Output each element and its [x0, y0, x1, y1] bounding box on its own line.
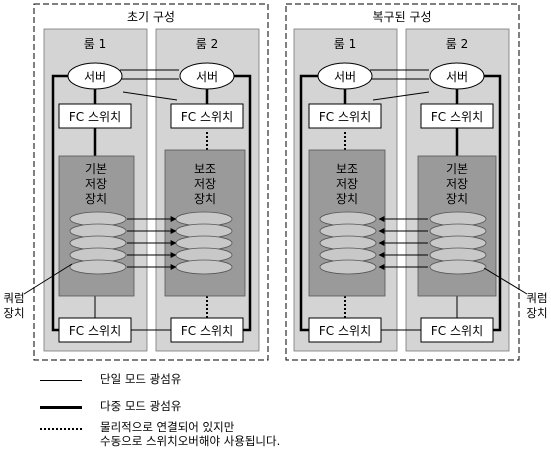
fc-switch-label: FC 스위치 — [181, 324, 233, 338]
legend-item-multi-mode: 다중 모드 광섬유 — [40, 399, 460, 415]
legend-label: 수동으로 스위치오버해야 사용됩니다. — [100, 434, 281, 448]
fc-switch-label: FC 스위치 — [319, 110, 371, 124]
storage-label: 저장 — [336, 177, 358, 191]
server-node — [317, 62, 373, 90]
quorum-label: 장치 — [3, 306, 24, 320]
quorum-pointer — [23, 263, 73, 295]
disk-stack-icon — [69, 211, 127, 275]
fc-switch — [308, 103, 382, 129]
fc-switch — [58, 103, 132, 129]
single-mode-fiber — [122, 91, 178, 101]
quorum-label: 쿼럼 — [526, 291, 547, 305]
server-label: 서버 — [446, 70, 468, 84]
disk-stack-icon — [319, 211, 377, 275]
config-title: 초기 구성 — [127, 10, 175, 24]
multi-mode-fiber — [482, 74, 502, 332]
replication-arrows — [127, 216, 177, 270]
storage-label: 보조 — [194, 162, 216, 176]
fc-switch-label: FC 스위치 — [69, 110, 121, 124]
server-label: 서버 — [334, 70, 356, 84]
fc-switch — [170, 103, 244, 129]
initial-configuration: 초기 구성 룸 1 룸 2 서버 서버 FC 스위치 FC 스위치 기본 — [23, 3, 269, 361]
dotted-line-swatch — [40, 428, 82, 430]
legend-label: 단일 모드 광섬유 — [100, 372, 182, 386]
legend-label: 물리적으로 연결되어 있지만 — [100, 420, 235, 434]
single-mode-line-swatch — [40, 380, 82, 381]
quorum-label: 쿼럼 — [3, 291, 24, 305]
multi-mode-line-swatch — [40, 406, 82, 409]
fc-switch-label: FC 스위치 — [181, 110, 233, 124]
fc-switch — [420, 317, 494, 343]
fc-switch — [170, 317, 244, 343]
storage-label: 저장 — [194, 177, 216, 191]
fc-switch — [420, 103, 494, 129]
fc-switch-label: FC 스위치 — [431, 324, 483, 338]
legend-item-manual-switchover: 물리적으로 연결되어 있지만 수동으로 스위치오버해야 사용됩니다. — [40, 420, 460, 450]
room-label: 룸 2 — [196, 37, 219, 51]
replication-arrows — [378, 216, 428, 270]
multi-mode-fiber — [231, 74, 252, 332]
storage-label: 저장 — [446, 177, 468, 191]
storage-label: 저장 — [85, 177, 107, 191]
fc-switch-label: FC 스위치 — [319, 324, 371, 338]
disk-stack-icon — [429, 211, 487, 275]
fc-switch-label: FC 스위치 — [431, 110, 483, 124]
quorum-pointer — [483, 267, 528, 295]
legend-label: 다중 모드 광섬유 — [100, 399, 182, 413]
legend-item-single-mode: 단일 모드 광섬유 — [40, 372, 460, 388]
storage-label: 장치 — [446, 192, 468, 206]
storage-label: 기본 — [85, 162, 107, 176]
storage-label: 장치 — [336, 192, 358, 206]
server-node — [67, 62, 123, 90]
quorum-label: 장치 — [526, 306, 547, 320]
config-title: 복구된 구성 — [372, 10, 431, 24]
server-node — [429, 62, 485, 90]
fc-switch-label: FC 스위치 — [69, 324, 121, 338]
fc-switch — [308, 317, 382, 343]
legend: 단일 모드 광섬유 다중 모드 광섬유 물리적으로 연결되어 있지만 수동으로 … — [40, 372, 460, 448]
server-node — [179, 62, 235, 90]
disk-stack-icon — [175, 211, 233, 275]
server-label: 서버 — [84, 70, 106, 84]
storage-label: 장치 — [85, 192, 107, 206]
room-label: 룸 1 — [334, 37, 357, 51]
storage-label: 장치 — [194, 192, 216, 206]
restored-configuration: 복구된 구성 룸 1 룸 2 서버 서버 FC 스위치 FC 스위치 보조 저장… — [285, 3, 528, 361]
config-frame — [285, 3, 520, 361]
multi-mode-fiber — [299, 74, 318, 332]
storage-label: 보조 — [336, 162, 358, 176]
storage-label: 기본 — [446, 162, 468, 176]
single-mode-fiber — [372, 91, 430, 101]
multi-mode-fiber — [51, 74, 70, 332]
config-frame — [33, 3, 269, 361]
server-label: 서버 — [196, 70, 218, 84]
room-label: 룸 2 — [446, 37, 469, 51]
room-label: 룸 1 — [84, 37, 107, 51]
